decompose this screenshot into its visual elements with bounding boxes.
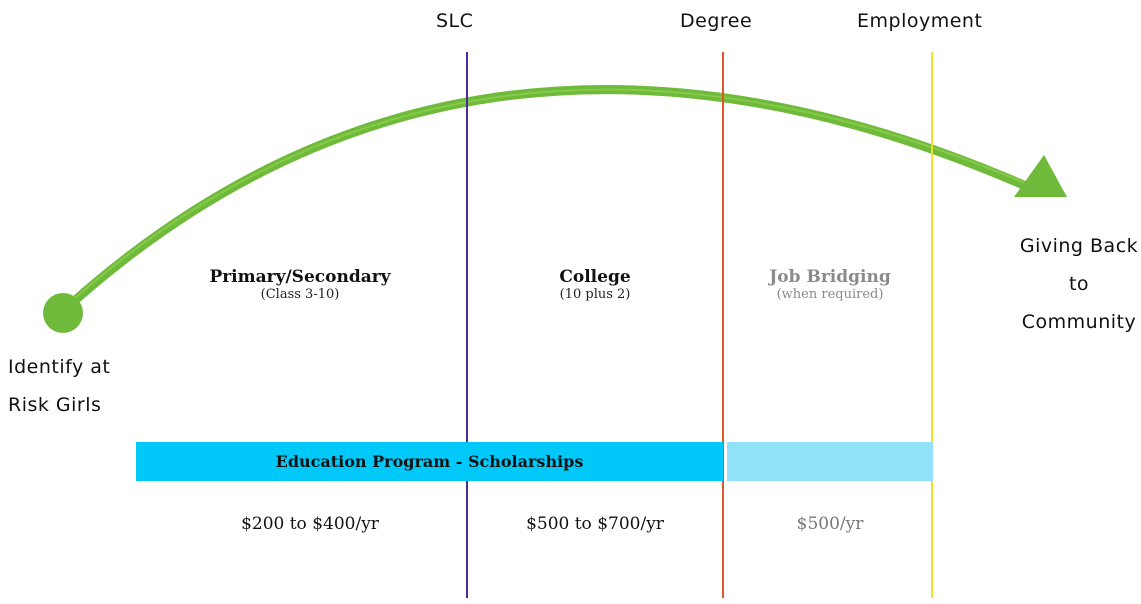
- stage-primary: Primary/Secondary (Class 3-10): [180, 267, 420, 302]
- end-label-line3: Community: [1021, 311, 1137, 333]
- end-label-line2: to: [1068, 273, 1090, 295]
- arc-path-texture: [65, 88, 1033, 307]
- job-bridging-bar: [727, 442, 933, 481]
- start-dot-icon: [43, 293, 83, 333]
- cost-job: $500/yr: [796, 514, 864, 534]
- start-label: Identify at Risk Girls: [8, 348, 110, 424]
- start-label-line1: Identify at: [8, 356, 111, 378]
- start-label-line2: Risk Girls: [8, 394, 102, 416]
- stage-job-title: Job Bridging: [769, 267, 891, 287]
- cost-primary: $200 to $400/yr: [241, 514, 379, 534]
- stage-primary-subtitle: (Class 3-10): [260, 287, 340, 302]
- slc-line: [466, 52, 468, 598]
- end-label: Giving Back to Community: [1018, 227, 1140, 341]
- milestone-slc: SLC: [436, 10, 474, 32]
- stage-college: College (10 plus 2): [515, 267, 675, 302]
- employment-line: [931, 52, 933, 598]
- cost-college: $500 to $700/yr: [526, 514, 664, 534]
- arrowhead-icon: [1014, 155, 1067, 197]
- stage-college-subtitle: (10 plus 2): [559, 287, 631, 302]
- education-program-label: Education Program - Scholarships: [275, 452, 584, 471]
- milestone-employment: Employment: [857, 10, 983, 32]
- education-program-bar: Education Program - Scholarships: [136, 442, 723, 481]
- stage-job-subtitle: (when required): [776, 287, 884, 302]
- milestone-degree: Degree: [680, 10, 753, 32]
- stage-college-title: College: [559, 267, 631, 287]
- stage-job-bridging: Job Bridging (when required): [740, 267, 920, 302]
- stage-primary-title: Primary/Secondary: [209, 267, 391, 287]
- end-label-line1: Giving Back: [1019, 235, 1139, 257]
- degree-line: [722, 52, 724, 598]
